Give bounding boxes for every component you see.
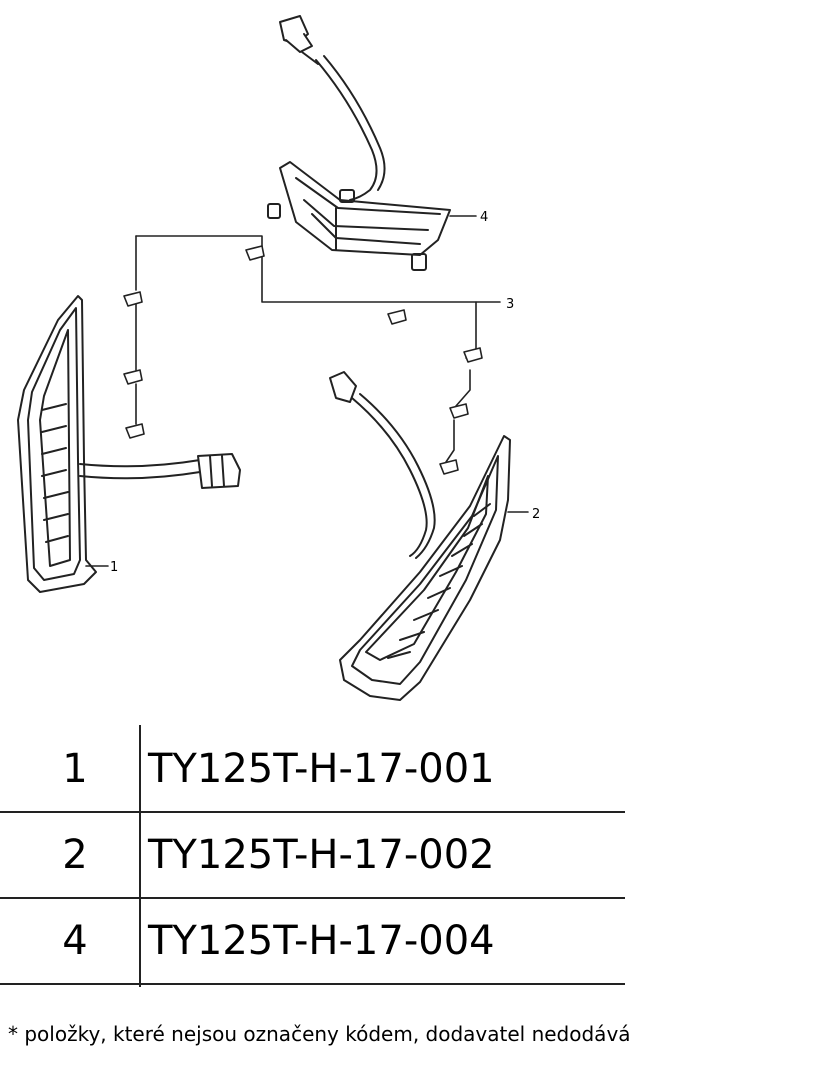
table-divider <box>0 983 625 985</box>
part-number: 2 <box>62 832 88 878</box>
leader-lines <box>85 215 529 567</box>
callout-4: 4 <box>480 210 488 225</box>
table-divider <box>0 811 625 813</box>
part-1-left-lamp <box>17 295 241 593</box>
table-row: 4 TY125T-H-17-004 <box>0 897 625 983</box>
table-divider <box>0 897 625 899</box>
part-3-screws <box>123 235 501 475</box>
part-code: TY125T-H-17-002 <box>148 832 495 878</box>
part-4-center-lamp <box>267 15 451 271</box>
part-2-right-lamp <box>329 371 511 701</box>
callout-3: 3 <box>506 297 514 312</box>
table-row: 1 TY125T-H-17-001 <box>0 725 625 811</box>
part-code: TY125T-H-17-004 <box>148 918 495 964</box>
callout-2: 2 <box>532 507 540 522</box>
parts-table: 1 TY125T-H-17-001 2 TY125T-H-17-002 4 TY… <box>0 725 625 987</box>
footnote: * položky, které nejsou označeny kódem, … <box>8 1022 631 1046</box>
part-code: TY125T-H-17-001 <box>148 746 495 792</box>
table-column-divider <box>139 725 141 987</box>
callout-1: 1 <box>110 560 118 575</box>
table-row: 2 TY125T-H-17-002 <box>0 811 625 897</box>
part-number: 4 <box>62 918 88 964</box>
exploded-parts-diagram: 1 2 3 4 <box>17 15 540 701</box>
part-number: 1 <box>62 746 88 792</box>
